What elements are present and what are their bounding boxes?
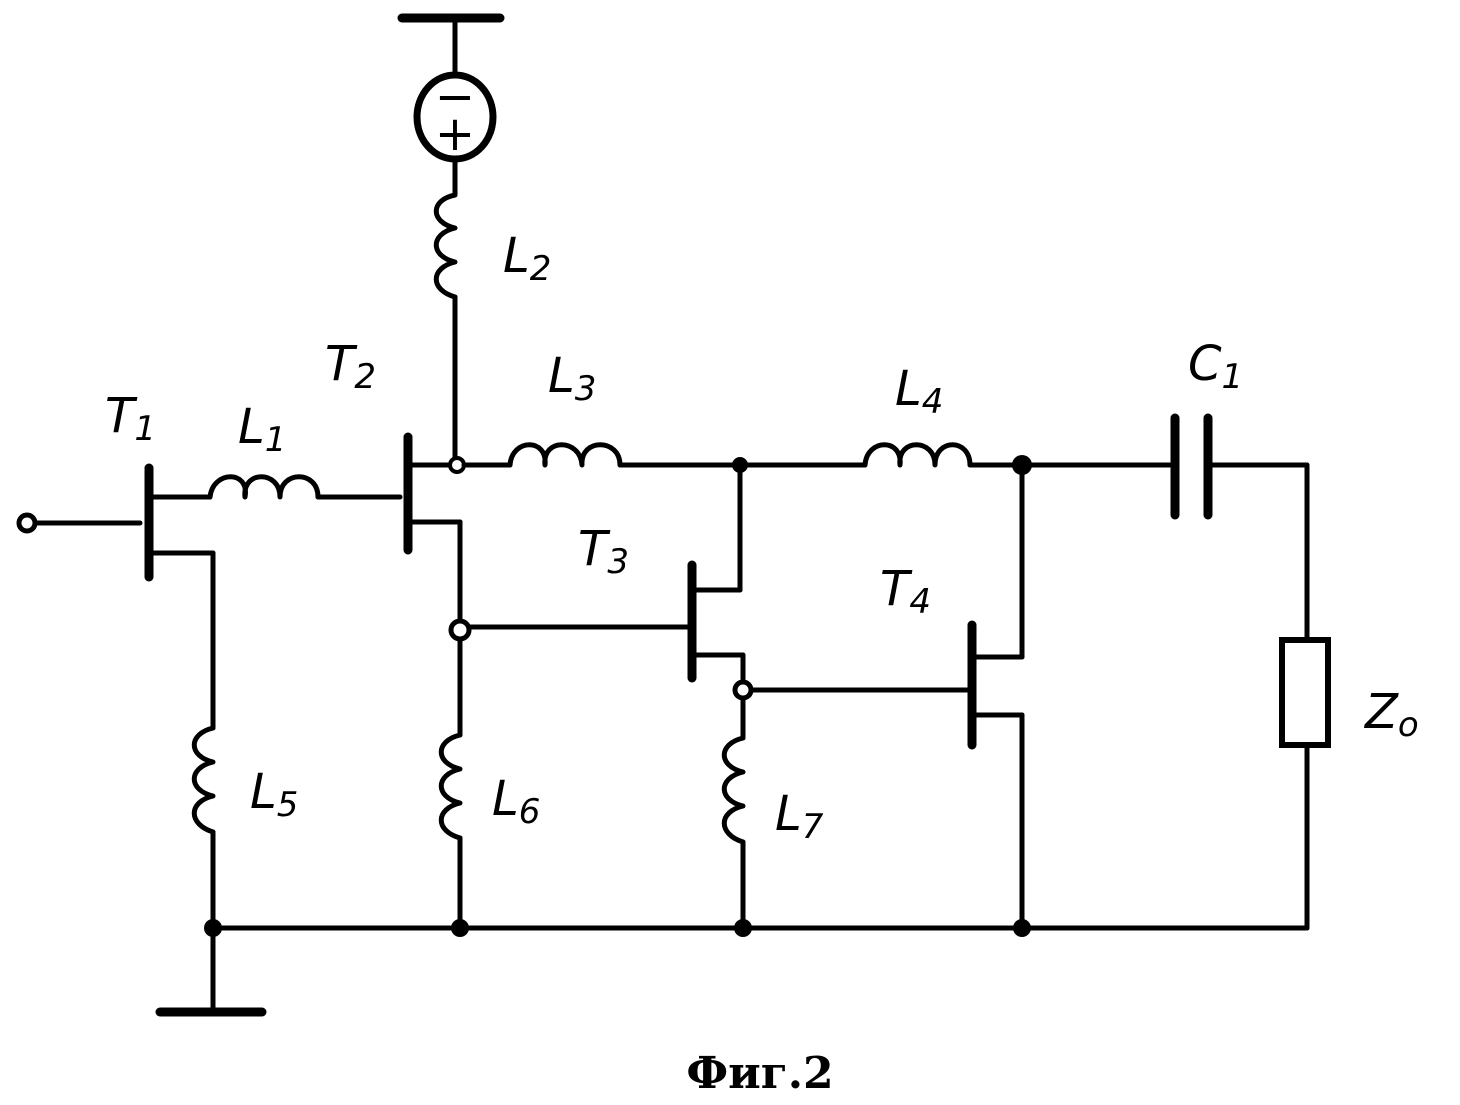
node-t2-source (448, 618, 472, 642)
label-c1: C1 (1188, 336, 1243, 397)
label-t1: T1 (105, 388, 156, 449)
label-l4: L4 (895, 361, 943, 422)
node-gnd-l7 (734, 919, 752, 937)
source-minus: − (435, 69, 475, 125)
label-l3: L3 (548, 348, 596, 409)
label-l1: L1 (238, 399, 286, 460)
figure-caption: Фиг.2 (686, 1048, 833, 1099)
inductor-l7 (721, 735, 746, 845)
inductor-l1 (207, 474, 321, 500)
inductor-l6 (438, 732, 463, 841)
load-z0 (1279, 637, 1331, 748)
label-t2: T2 (325, 336, 376, 397)
node-gnd-l6 (451, 919, 469, 937)
label-t3: T3 (578, 521, 629, 582)
label-l2: L2 (503, 228, 551, 289)
label-l5: L5 (250, 764, 298, 825)
label-l6: L6 (492, 771, 540, 832)
inductor-l4 (862, 442, 973, 468)
node-gnd-t4 (1013, 919, 1031, 937)
label-t4: T4 (880, 561, 931, 622)
source-plus: + (435, 106, 475, 162)
label-l7: L7 (775, 786, 824, 847)
inductor-l2 (433, 192, 458, 300)
inductor-l5 (191, 725, 216, 835)
inductor-l3 (507, 442, 623, 468)
label-z0: Zo (1363, 684, 1419, 745)
